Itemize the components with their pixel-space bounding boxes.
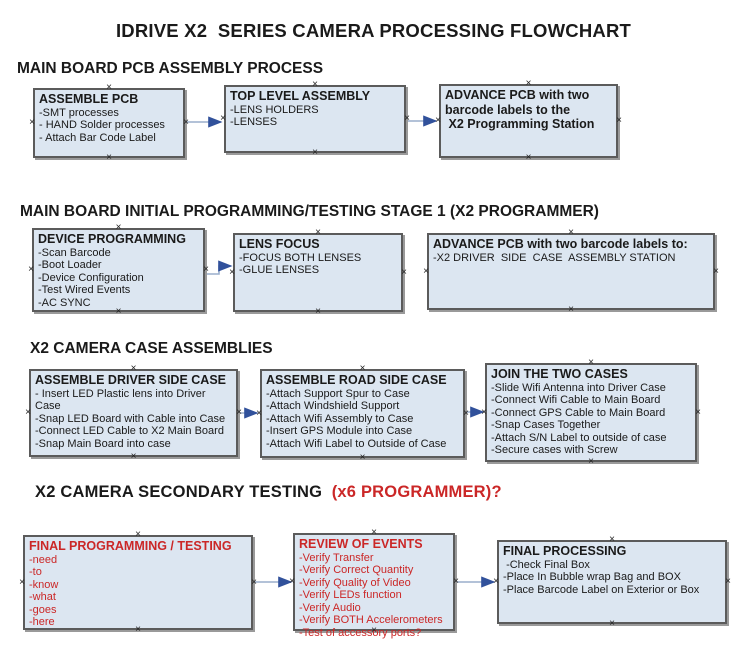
box-items: -Slide Wifi Antenna into Driver Case -Co… bbox=[491, 381, 667, 457]
box-items: -FOCUS BOTH LENSES -GLUE LENSES bbox=[239, 251, 362, 277]
connection-point-icon: × bbox=[695, 406, 701, 418]
connection-point-icon: × bbox=[588, 357, 594, 368]
box-title: ADVANCE PCB with two barcode labels to t… bbox=[445, 88, 595, 131]
box-items: -Verify Transfer -Verify Correct Quantit… bbox=[299, 551, 443, 640]
connection-point-icon: × bbox=[725, 576, 731, 587]
connection-point-icon: × bbox=[256, 407, 262, 419]
box-title: ASSEMBLE DRIVER SIDE CASE bbox=[35, 373, 227, 387]
box-items: -LENS HOLDERS -LENSES bbox=[230, 103, 319, 129]
connection-point-icon: × bbox=[616, 115, 622, 126]
flow-box-advance-pcb-driver-station[interactable]: × × × × ADVANCE PCB with two barcode lab… bbox=[423, 228, 719, 315]
connection-point-icon: × bbox=[401, 266, 407, 278]
section-header-secondary-testing: X2 CAMERA SECONDARY TESTING (x6 PROGRAMM… bbox=[35, 483, 502, 502]
connection-point-icon: × bbox=[588, 456, 594, 467]
connection-point-icon: × bbox=[106, 82, 112, 93]
connection-point-icon: × bbox=[28, 264, 34, 275]
flow-box-device-programming[interactable]: × × × × DEVICE PROGRAMMING -Scan Barcode… bbox=[28, 223, 209, 317]
flow-box-top-level-assembly[interactable]: × × × × TOP LEVEL ASSEMBLY -LENS HOLDERS… bbox=[220, 80, 410, 158]
connection-point-icon: × bbox=[25, 407, 31, 418]
section-header-pcb-assembly: MAIN BOARD PCB ASSEMBLY PROCESS bbox=[17, 60, 324, 77]
connection-point-icon: × bbox=[106, 152, 112, 163]
connection-point-icon: × bbox=[609, 618, 615, 629]
connection-point-icon: × bbox=[220, 113, 226, 124]
box-title: LENS FOCUS bbox=[239, 237, 320, 251]
connection-point-icon: × bbox=[315, 227, 321, 238]
box-items: -need -to -know -what -goes -here bbox=[29, 553, 59, 629]
connection-point-icon: × bbox=[453, 576, 459, 587]
connection-point-icon: × bbox=[359, 363, 366, 374]
connection-point-icon: × bbox=[713, 265, 719, 277]
connection-point-icon: × bbox=[404, 113, 410, 124]
connection-point-icon: × bbox=[481, 406, 487, 418]
flow-box-advance-pcb-programming-station[interactable]: × × × × ADVANCE PCB with two barcode lab… bbox=[435, 79, 622, 163]
box-title: FINAL PROCESSING bbox=[503, 544, 627, 558]
connection-point-icon: × bbox=[229, 266, 235, 278]
connection-point-icon: × bbox=[609, 534, 615, 545]
box-items: -SMT processes - HAND Solder processes -… bbox=[39, 106, 165, 144]
connection-point-icon: × bbox=[435, 115, 441, 126]
box-items: -Check Final Box -Place In Bubble wrap B… bbox=[503, 558, 700, 596]
connection-point-icon: × bbox=[493, 576, 499, 587]
box-title: ADVANCE PCB with two barcode labels to: bbox=[433, 237, 688, 251]
box-title: FINAL PROGRAMMING / TESTING bbox=[29, 539, 232, 553]
box-items: -X2 DRIVER SIDE CASE ASSEMBLY STATION bbox=[433, 251, 676, 264]
connection-point-icon: × bbox=[130, 363, 137, 374]
connector-arrow-deviceprog-to-lensfocus[interactable] bbox=[206, 260, 233, 275]
box-title: ASSEMBLE ROAD SIDE CASE bbox=[266, 373, 447, 387]
section-header-case-assemblies: X2 CAMERA CASE ASSEMBLIES bbox=[30, 340, 273, 357]
connection-point-icon: × bbox=[525, 152, 532, 163]
connection-point-icon: × bbox=[251, 576, 257, 588]
section-header-initial-programming: MAIN BOARD INITIAL PROGRAMMING/TESTING S… bbox=[20, 203, 599, 220]
connection-point-icon: × bbox=[568, 227, 574, 238]
box-items: -Scan Barcode -Boot Loader -Device Confi… bbox=[38, 246, 144, 309]
flow-box-final-processing[interactable]: × × × × FINAL PROCESSING -Check Final Bo… bbox=[493, 535, 731, 629]
flow-box-review-of-events[interactable]: × × × × REVIEW OF EVENTS -Verify Transfe… bbox=[289, 528, 459, 640]
flow-box-final-programming-testing[interactable]: × × × × FINAL PROGRAMMING / TESTING -nee… bbox=[19, 530, 257, 635]
flow-box-join-the-two-cases[interactable]: × × × × JOIN THE TWO CASES -Slide Wifi A… bbox=[481, 358, 701, 467]
connection-point-icon: × bbox=[371, 527, 377, 538]
connection-point-icon: × bbox=[525, 78, 532, 89]
connection-point-icon: × bbox=[183, 117, 189, 128]
box-title: REVIEW OF EVENTS bbox=[299, 537, 423, 551]
section-header-secondary-testing-main: X2 CAMERA SECONDARY TESTING bbox=[35, 483, 332, 501]
box-title: TOP LEVEL ASSEMBLY bbox=[230, 89, 371, 103]
connection-point-icon: × bbox=[289, 576, 295, 587]
connection-point-icon: × bbox=[312, 147, 318, 158]
box-title: JOIN THE TWO CASES bbox=[491, 367, 628, 381]
connection-point-icon: × bbox=[115, 222, 122, 233]
page-title: IDRIVE X2 SERIES CAMERA PROCESSING FLOWC… bbox=[115, 20, 632, 41]
connection-point-icon: × bbox=[130, 451, 137, 462]
connection-point-icon: × bbox=[315, 306, 321, 317]
flow-box-lens-focus[interactable]: × × × × LENS FOCUS -FOCUS BOTH LENSES -G… bbox=[229, 228, 407, 317]
connection-point-icon: × bbox=[423, 265, 429, 277]
section-header-secondary-testing-note: (x6 PROGRAMMER)? bbox=[331, 483, 502, 501]
box-items: -Attach Support Spur to Case -Attach Win… bbox=[266, 387, 447, 450]
connection-point-icon: × bbox=[463, 407, 469, 419]
connection-point-icon: × bbox=[203, 264, 209, 275]
connection-point-icon: × bbox=[135, 529, 141, 540]
box-title: DEVICE PROGRAMMING bbox=[38, 232, 186, 246]
flow-box-assemble-pcb[interactable]: × × × × ASSEMBLE PCB -SMT processes - HA… bbox=[29, 83, 189, 163]
connection-point-icon: × bbox=[19, 576, 25, 588]
flow-box-assemble-driver-side-case[interactable]: × × × × ASSEMBLE DRIVER SIDE CASE - Inse… bbox=[25, 364, 242, 462]
box-title: ASSEMBLE PCB bbox=[39, 92, 139, 106]
box-items: - Insert LED Plastic lens into Driver Ca… bbox=[35, 387, 226, 450]
connection-point-icon: × bbox=[568, 304, 574, 315]
connection-point-icon: × bbox=[236, 407, 242, 418]
connection-point-icon: × bbox=[29, 117, 35, 128]
connection-point-icon: × bbox=[359, 452, 366, 463]
flow-box-assemble-road-side-case[interactable]: × × × × ASSEMBLE ROAD SIDE CASE -Attach … bbox=[256, 364, 469, 463]
connection-point-icon: × bbox=[312, 79, 318, 90]
